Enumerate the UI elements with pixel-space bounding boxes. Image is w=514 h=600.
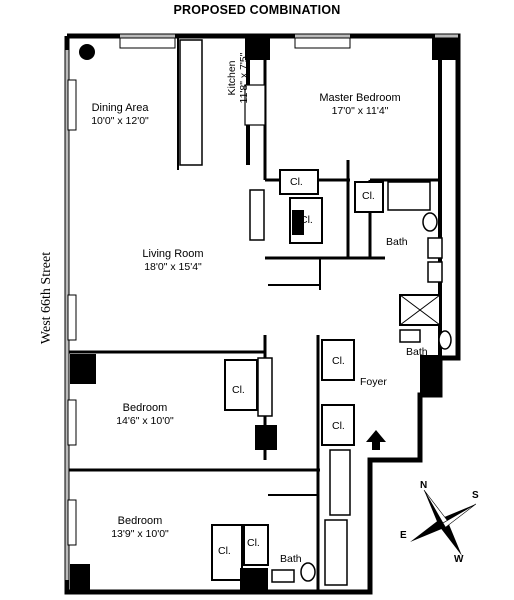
living-room-name: Living Room <box>142 248 204 260</box>
closet-label: Cl. <box>332 420 345 432</box>
compass-e: E <box>400 530 407 541</box>
closet-label: Cl. <box>332 355 345 367</box>
compass-star-icon <box>410 489 477 556</box>
living-room-dims: 18'0" x 15'4" <box>144 261 202 273</box>
master-bedroom-label: Master Bedroom 17'0" x 11'4" <box>305 92 415 118</box>
bath-1-label: Bath <box>386 236 408 248</box>
dining-area-name: Dining Area <box>91 102 149 114</box>
dining-area-label: Dining Area 10'0" x 12'0" <box>80 102 160 128</box>
closet-label: Cl. <box>290 176 303 188</box>
bath-2-label: Bath <box>406 346 428 358</box>
entry-arrow <box>366 430 386 450</box>
bedroom-2-name: Bedroom <box>117 515 163 527</box>
compass-s: S <box>472 490 479 501</box>
kitchen-dims: 11'8" x 7'5" <box>238 52 250 104</box>
bedroom-2-label: Bedroom 13'9" x 10'0" <box>95 515 185 541</box>
bedroom-1-name: Bedroom <box>122 402 168 414</box>
dining-area-dims: 10'0" x 12'0" <box>91 115 149 127</box>
plan-title: PROPOSED COMBINATION <box>173 3 341 17</box>
kitchen-label: Kitchen 11'8" x 7'5" <box>226 38 250 118</box>
master-bedroom-name: Master Bedroom <box>319 92 401 104</box>
bedroom-2-dims: 13'9" x 10'0" <box>111 528 169 540</box>
compass-w: W <box>454 554 464 565</box>
closet-label: Cl. <box>232 384 245 396</box>
closet-label: Cl. <box>247 537 260 549</box>
compass-n: N <box>420 480 428 491</box>
bedroom-1-label: Bedroom 14'6" x 10'0" <box>100 402 190 428</box>
bath-3-label: Bath <box>280 553 302 565</box>
kitchen-name: Kitchen <box>226 60 238 96</box>
master-bedroom-dims: 17'0" x 11'4" <box>331 105 389 117</box>
foyer-label: Foyer <box>360 376 387 388</box>
living-room-label: Living Room 18'0" x 15'4" <box>128 248 218 274</box>
bedroom-1-dims: 14'6" x 10'0" <box>116 415 174 427</box>
compass-rose: N S E W <box>398 478 488 568</box>
closet-label: Cl. <box>300 214 313 226</box>
closet-label: Cl. <box>362 190 375 202</box>
closet-label: Cl. <box>218 545 231 557</box>
